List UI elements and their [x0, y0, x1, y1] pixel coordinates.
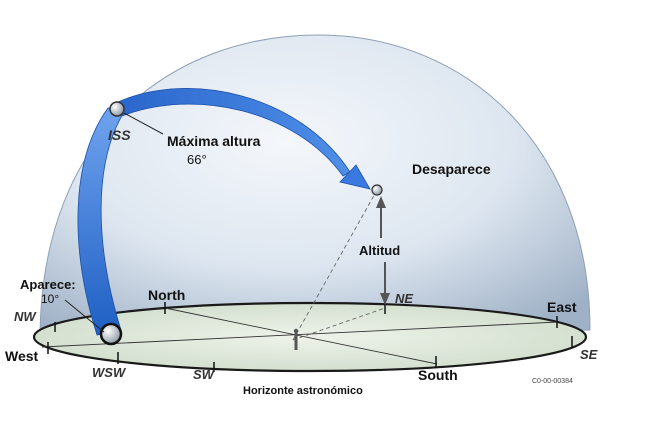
iss-disappear-position [371, 184, 383, 196]
direction-ne: NE [395, 291, 413, 306]
direction-south: South [418, 367, 458, 383]
appears-value: 10° [41, 292, 59, 306]
direction-east: East [547, 299, 577, 315]
horizon-plane [32, 301, 588, 373]
horizon-caption: Horizonte astronómico [243, 385, 363, 397]
east-west-line [41, 321, 559, 348]
trajectory-arrowhead [339, 164, 371, 190]
rim-ticks [47, 302, 573, 372]
direction-sw: SW [193, 367, 216, 382]
leader-max-altitude [123, 112, 164, 135]
direction-nw: NW [14, 309, 37, 324]
direction-north: North [148, 287, 185, 303]
trajectory-descending [117, 88, 351, 177]
direction-wsw: WSW [92, 365, 127, 380]
max-altitude-label: Máxima altura [167, 133, 261, 149]
leader-appears [64, 299, 105, 333]
disappears-label: Desaparece [412, 161, 491, 177]
direction-west: West [5, 348, 39, 364]
sightline-to-disappear [292, 189, 378, 341]
sightline-to-ne [292, 307, 386, 341]
altitude-arrow [376, 196, 390, 305]
iss-appear-position [99, 322, 123, 346]
observer-figure [293, 328, 299, 350]
iss-max-position [109, 101, 125, 117]
max-altitude-value: 66° [187, 152, 207, 167]
direction-se: SE [580, 347, 598, 362]
appears-label: Aparece: [20, 277, 76, 292]
altitude-label: Altitud [359, 243, 400, 258]
sky-dome [39, 34, 591, 341]
north-south-line [164, 307, 438, 365]
figure-credit: C0-00-00384 [532, 378, 573, 385]
iss-label: ISS [108, 127, 131, 143]
